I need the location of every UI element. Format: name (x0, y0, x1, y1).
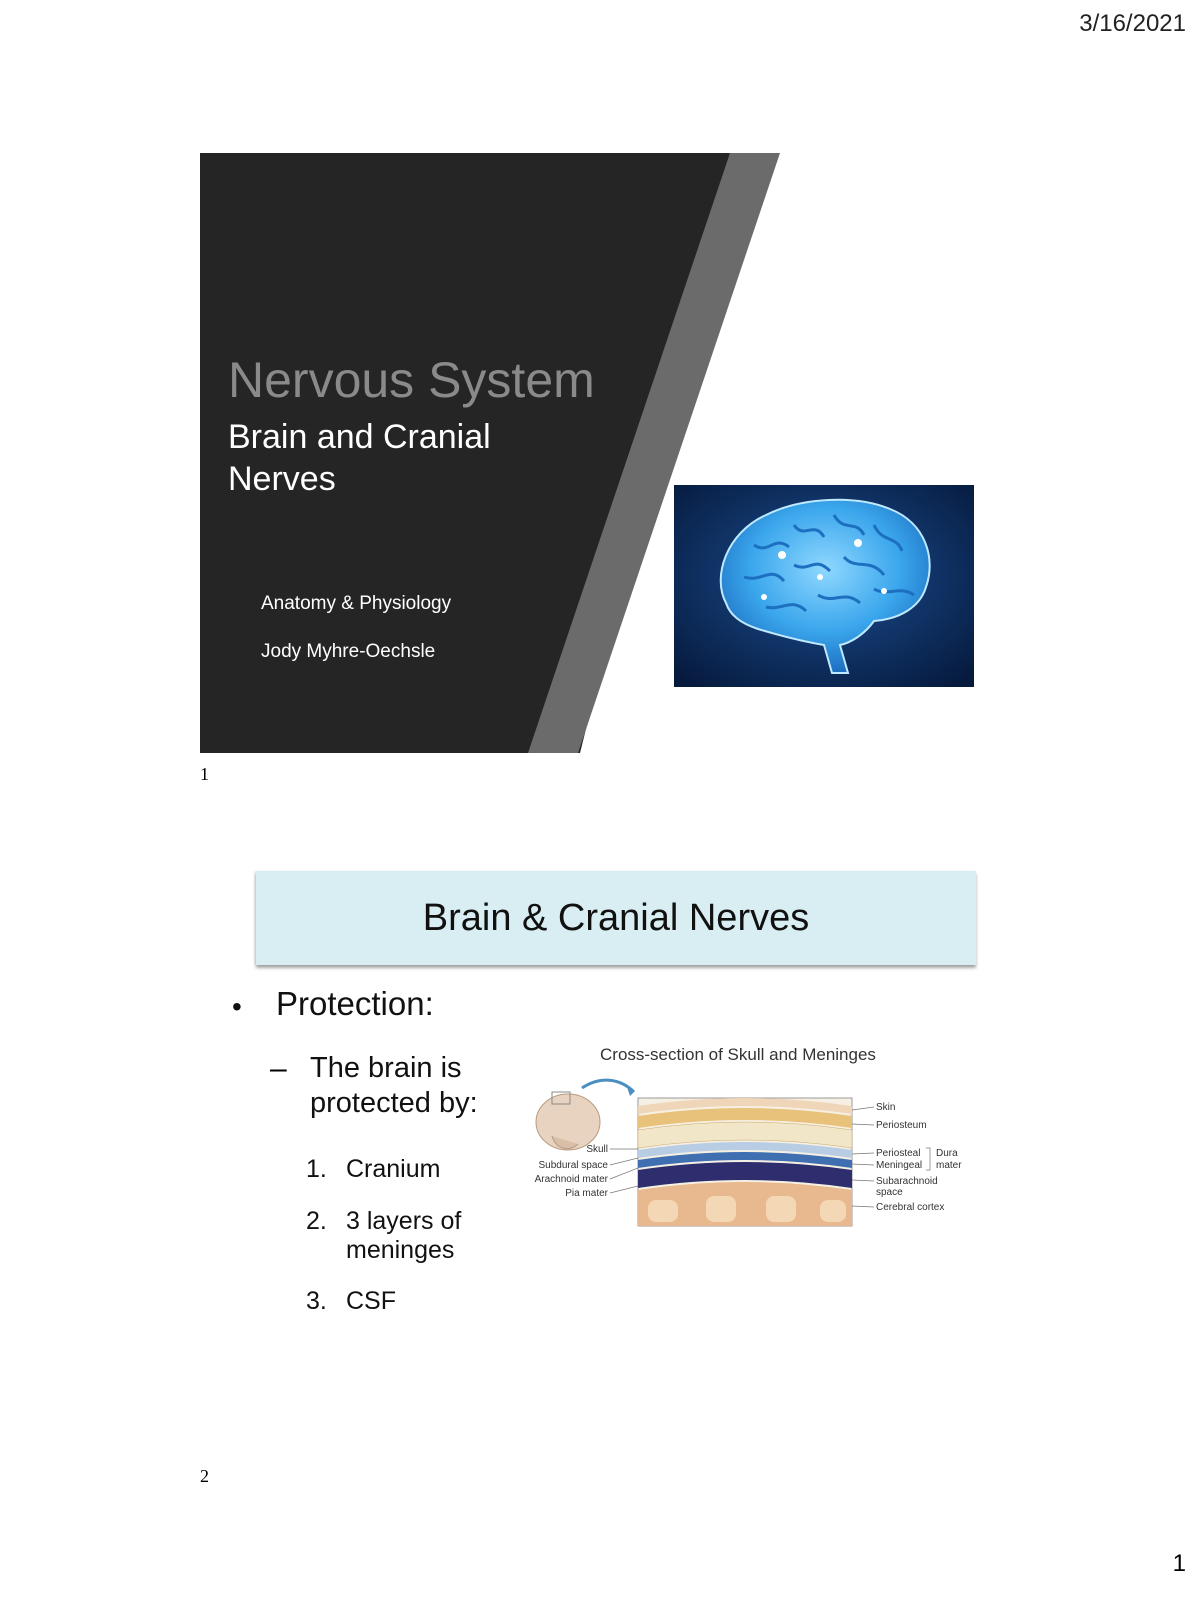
svg-text:Dura: Dura (936, 1148, 958, 1159)
svg-text:Subdural space: Subdural space (539, 1160, 609, 1171)
glowing-brain-image (674, 485, 974, 687)
slide-1-title-slide: Nervous System Brain and Cranial Nerves … (200, 153, 1000, 753)
page-number: 1 (1172, 1550, 1186, 1577)
list-item-meninges: 3 layers of meninges (346, 1207, 462, 1264)
dash-icon: – (270, 1052, 287, 1085)
list-item-csf: CSF (346, 1287, 396, 1315)
list-number: 3. (306, 1287, 327, 1315)
list-number: 1. (306, 1155, 327, 1183)
arrow-icon (581, 1078, 636, 1094)
meninges-cross-section-diagram: Cross-section of Skull and Meninges Sku (535, 1045, 962, 1227)
head-sketch-icon (535, 1091, 601, 1151)
svg-text:Periosteal: Periosteal (876, 1148, 920, 1159)
print-date: 3/16/2021 (1079, 10, 1186, 37)
bullet-protection: Protection: (276, 985, 434, 1022)
svg-text:Cerebral cortex: Cerebral cortex (876, 1202, 944, 1213)
svg-text:Arachnoid mater: Arachnoid mater (535, 1174, 609, 1185)
sub-bullet-text: The brain is protected by: (310, 1052, 478, 1119)
bullet-dot-icon: • (232, 991, 242, 1022)
cross-section-layers (637, 1097, 853, 1227)
slide-2-title-box: Brain & Cranial Nerves (256, 871, 976, 965)
author-name: Jody Myhre-Oechsle (261, 641, 436, 662)
slide-1-background (200, 153, 780, 753)
left-labels: Skull Subdural space Arachnoid mater Pia… (535, 1144, 639, 1199)
slide-2-content-slide: Brain & Cranial Nerves • Protection: – T… (200, 855, 1000, 1455)
svg-text:mater: mater (936, 1160, 962, 1171)
svg-text:Meningeal: Meningeal (876, 1160, 922, 1171)
grey-stripe (528, 153, 780, 753)
slide-2-number: 2 (200, 1466, 209, 1486)
svg-text:Periosteum: Periosteum (876, 1120, 927, 1131)
svg-text:Skull: Skull (586, 1144, 608, 1155)
slide-1-title: Nervous System (228, 352, 595, 408)
slide-2-title: Brain & Cranial Nerves (422, 897, 810, 939)
slide-1-number: 1 (200, 764, 209, 784)
course-name: Anatomy & Physiology (261, 593, 452, 614)
list-item-cranium: Cranium (346, 1155, 441, 1183)
svg-text:Skin: Skin (876, 1102, 895, 1113)
list-number: 2. (306, 1207, 327, 1235)
diagram-title: Cross-section of Skull and Meninges (600, 1045, 876, 1064)
slide-1-subtitle: Brain and Cranial Nerves (228, 418, 491, 498)
svg-text:Pia mater: Pia mater (565, 1188, 608, 1199)
right-labels: Skin Periosteum Periosteal Meningeal Sub… (851, 1102, 962, 1213)
